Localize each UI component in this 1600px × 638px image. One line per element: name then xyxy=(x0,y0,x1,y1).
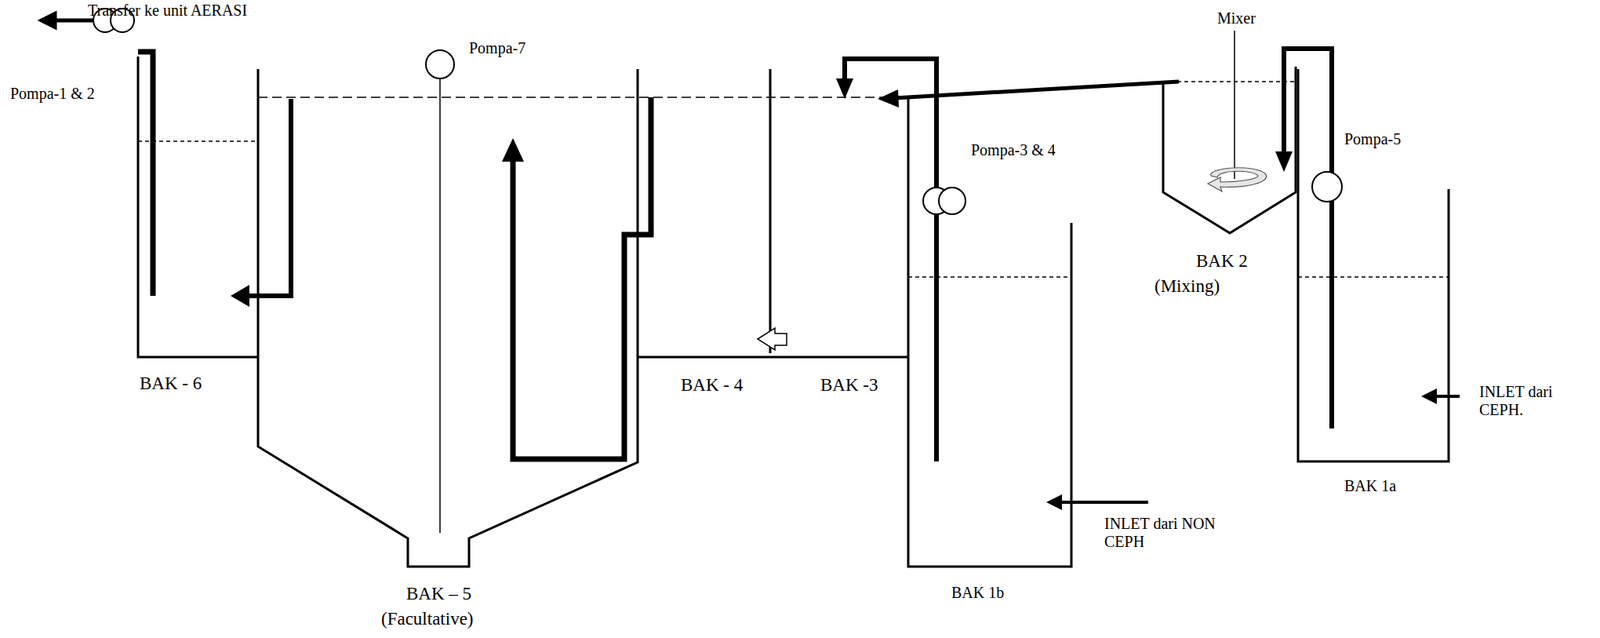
water-levels xyxy=(138,81,1449,277)
tank-walls xyxy=(138,30,1449,567)
pump-label: Pompa-1 & 2 xyxy=(10,84,95,103)
pipes xyxy=(47,20,1460,510)
pump-symbols xyxy=(93,8,1342,215)
pump-label: Pompa-7 xyxy=(469,39,526,58)
tank-label: BAK – 5 xyxy=(406,583,472,604)
tank-label: BAK 1b xyxy=(951,583,1004,602)
inlet-label: INLET dari NON CEPH xyxy=(1104,514,1230,551)
tank-label: BAK -3 xyxy=(820,374,878,396)
mixer-label: Mixer xyxy=(1217,9,1256,28)
pump-label: Pompa-5 xyxy=(1344,130,1401,149)
tank-label: (Facultative) xyxy=(381,608,474,630)
tank-label: BAK - 6 xyxy=(139,373,202,394)
tank-label: BAK - 4 xyxy=(680,374,743,396)
tank-label: (Mixing) xyxy=(1154,276,1220,297)
tank-label: BAK 1a xyxy=(1344,476,1397,495)
transfer-label: Transfer ke unit AERASI xyxy=(87,1,248,20)
flow-arrow xyxy=(757,327,787,350)
mixer-impeller xyxy=(1207,167,1267,192)
tank-label: BAK 2 xyxy=(1196,250,1248,272)
pump-label: Pompa-3 & 4 xyxy=(970,141,1056,160)
inlet-label: INLET dari CEPH. xyxy=(1479,382,1574,419)
